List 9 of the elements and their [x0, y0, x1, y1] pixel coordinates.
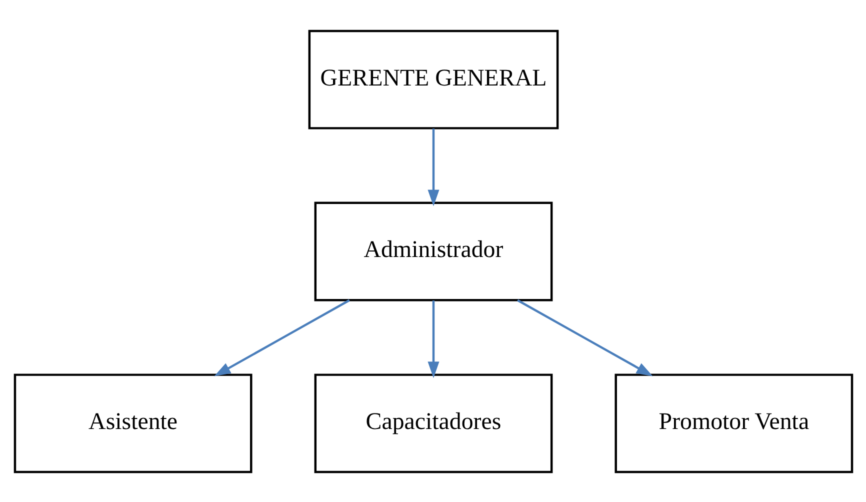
arrow [427, 300, 439, 378]
node-box: Capacitadores [314, 373, 552, 473]
node-box: GERENTE GENERAL [308, 29, 558, 129]
arrow [516, 298, 652, 376]
node-box: Promotor Venta [614, 373, 853, 473]
arrow [427, 128, 439, 206]
node-box: Administrador [314, 201, 552, 301]
arrow [214, 298, 350, 376]
node-box: Asistente [13, 373, 252, 473]
